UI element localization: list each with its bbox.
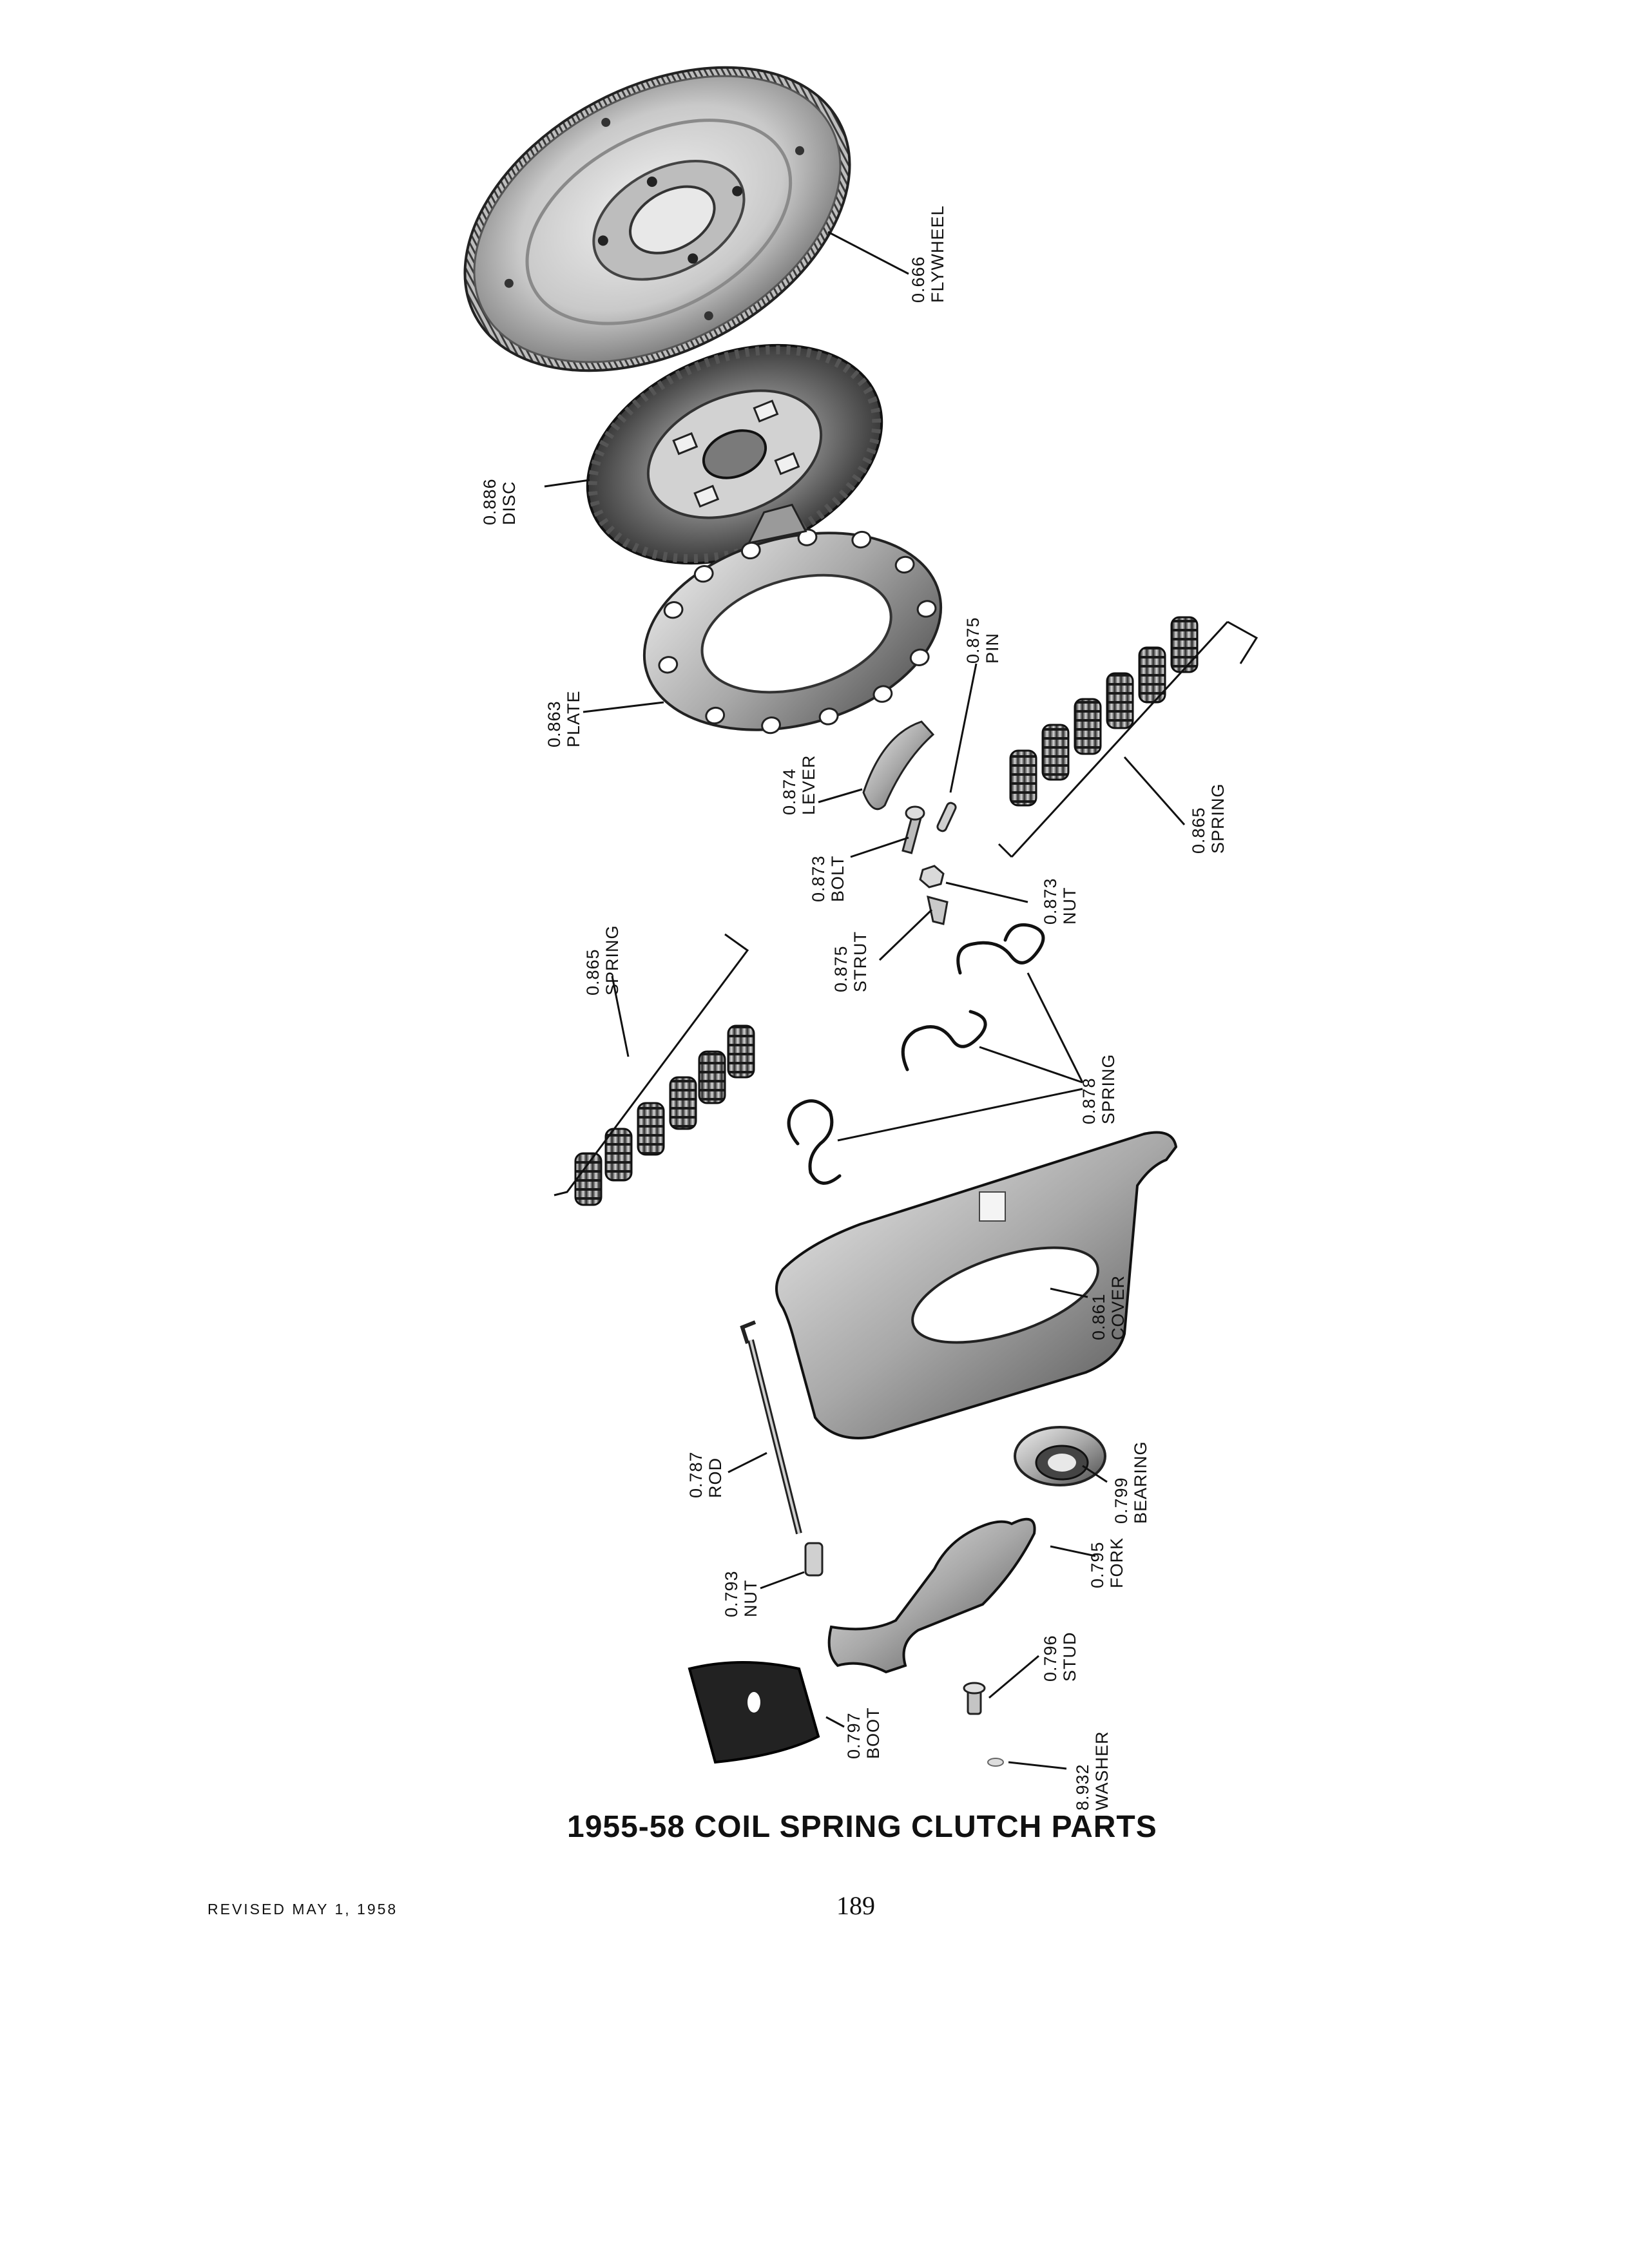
part-name: DISC	[499, 481, 519, 525]
part-name: STRUT	[851, 931, 870, 992]
washer-illustration	[987, 1758, 1004, 1767]
release-fork-illustration	[827, 1517, 1036, 1674]
part-label-spring-right: 0.865 SPRING	[1189, 783, 1228, 854]
part-name: PIN	[983, 632, 1002, 664]
part-number: 0.886	[480, 478, 499, 525]
part-number: 0.793	[722, 1570, 741, 1617]
part-label-plate: 0.863 PLATE	[545, 690, 583, 747]
part-label-pin: 0.875 PIN	[963, 617, 1002, 664]
part-label-strut: 0.875 STRUT	[831, 931, 870, 992]
retracting-springs-illustration	[787, 923, 1045, 1185]
part-label-rod: 0.787 ROD	[686, 1451, 725, 1498]
leader-lines	[544, 231, 1258, 1770]
part-number: 8.932	[1073, 1763, 1092, 1811]
part-name: WASHER	[1092, 1731, 1112, 1811]
part-name: SPRING	[602, 925, 622, 995]
clutch-cover-illustration	[775, 1131, 1178, 1439]
pressure-springs-left-illustration	[574, 1024, 755, 1206]
part-number: 0.865	[583, 948, 602, 995]
part-label-lever: 0.874 LEVER	[780, 754, 818, 815]
part-name: STUD	[1060, 1631, 1079, 1682]
part-number: 0.874	[780, 768, 799, 815]
part-name: PLATE	[564, 690, 583, 747]
page-title: 1955-58 COIL SPRING CLUTCH PARTS	[567, 1810, 1157, 1844]
rod-nut-illustration	[804, 1542, 824, 1577]
part-name: BOLT	[828, 855, 847, 902]
part-label-spring-left: 0.865 SPRING	[583, 925, 622, 995]
part-number: 0.666	[909, 256, 928, 303]
part-name: FLYWHEEL	[928, 205, 947, 303]
part-name: COVER	[1108, 1274, 1128, 1340]
part-label-cover: 0.861 COVER	[1089, 1275, 1128, 1340]
part-number: 0.865	[1189, 807, 1208, 854]
part-name: BOOT	[863, 1707, 883, 1759]
part-number: 0.878	[1079, 1077, 1099, 1124]
part-name: BEARING	[1131, 1441, 1150, 1524]
part-number: 0.797	[844, 1712, 863, 1759]
dust-boot-illustration	[688, 1661, 820, 1764]
part-number: 0.873	[1041, 878, 1060, 925]
part-label-spring-878: 0.878 SPRING	[1079, 1053, 1118, 1124]
part-label-flywheel: 0.666 FLYWHEEL	[909, 205, 947, 303]
part-number: 0.861	[1089, 1293, 1108, 1340]
flywheel-illustration	[463, 66, 851, 372]
clutch-disc-illustration	[586, 343, 883, 565]
part-label-disc: 0.886 DISC	[480, 478, 519, 525]
part-name: FORK	[1107, 1537, 1126, 1588]
part-number: 0.873	[809, 855, 828, 902]
part-label-fork: 0.795 FORK	[1088, 1537, 1126, 1588]
part-name: NUT	[741, 1579, 760, 1618]
eye-bolt-illustration	[901, 805, 925, 854]
part-number: 0.795	[1088, 1541, 1107, 1588]
release-bearing-illustration	[1014, 1426, 1106, 1486]
part-label-bearing: 0.799 BEARING	[1112, 1441, 1150, 1524]
part-label-boot: 0.797 BOOT	[844, 1707, 883, 1759]
part-number: 0.863	[545, 700, 564, 747]
part-name: LEVER	[799, 754, 818, 815]
strut-illustration	[927, 895, 949, 925]
part-number: 0.875	[963, 617, 983, 664]
part-number: 0.799	[1112, 1477, 1131, 1524]
release-lever-illustration	[862, 720, 935, 811]
adjusting-nut-illustration	[919, 865, 945, 889]
clutch-rod-illustration	[740, 1320, 802, 1535]
part-label-nut-793: 0.793 NUT	[722, 1570, 760, 1617]
part-name: SPRING	[1208, 783, 1228, 854]
part-label-bolt: 0.873 BOLT	[809, 855, 847, 902]
part-label-stud: 0.796 STUD	[1041, 1632, 1079, 1682]
part-name: NUT	[1060, 887, 1079, 925]
part-name: SPRING	[1099, 1053, 1118, 1124]
pressure-springs-right-illustration	[1009, 616, 1199, 807]
pin-illustration	[936, 802, 957, 832]
part-label-nut-873: 0.873 NUT	[1041, 878, 1079, 925]
part-number: 0.875	[831, 945, 851, 992]
pressure-plate-illustration	[642, 503, 943, 735]
part-number: 0.796	[1041, 1635, 1060, 1682]
part-label-washer: 8.932 WASHER	[1073, 1731, 1112, 1811]
revision-date: REVISED MAY 1, 1958	[207, 1901, 398, 1917]
stud-illustration	[963, 1682, 986, 1715]
part-name: ROD	[706, 1457, 725, 1498]
page-number: 189	[836, 1891, 875, 1920]
part-number: 0.787	[686, 1451, 706, 1498]
